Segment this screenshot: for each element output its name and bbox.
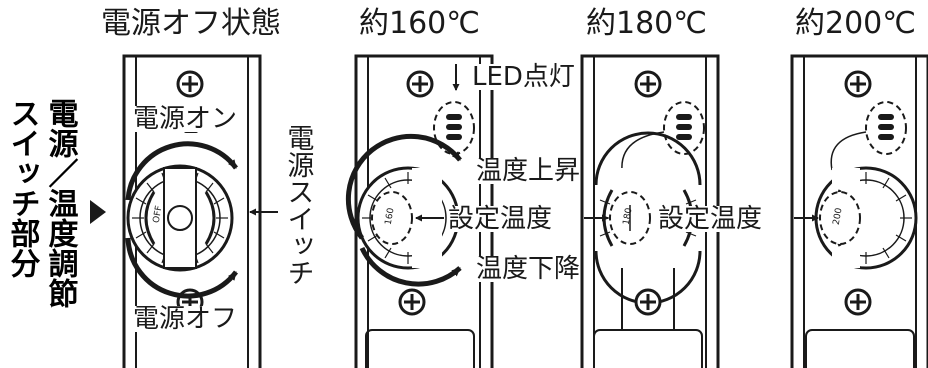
led-indicator-icon	[446, 114, 462, 140]
header-200: 約200℃	[795, 6, 916, 41]
header-180: 約180℃	[586, 6, 707, 41]
led-indicator-icon	[878, 114, 894, 140]
temp-down-arrow-icon	[359, 246, 462, 287]
screw-icon	[634, 288, 662, 316]
header-off-state: 電源オフ状態	[101, 6, 281, 41]
screw-icon	[844, 70, 872, 98]
screw-icon	[406, 70, 434, 98]
label-set-temp-2: 設定温度	[658, 204, 763, 234]
panel-200	[790, 54, 928, 368]
label-led-on: LED点灯	[472, 62, 575, 92]
screw-icon	[634, 70, 662, 98]
panel-off	[122, 54, 278, 368]
label-set-temp-1: 設定温度	[448, 204, 553, 234]
label-power-off: 電源オフ	[133, 304, 238, 334]
label-power-switch: 電源スイッチ	[282, 124, 314, 286]
temp-up-arrow-icon	[345, 133, 462, 240]
screw-icon	[398, 288, 426, 316]
dial-160-icon	[356, 166, 460, 270]
side-label-line1: 電源	[42, 98, 78, 158]
screw-icon	[176, 70, 204, 98]
side-pointer-icon	[90, 200, 106, 224]
rotate-on-arrow-icon	[125, 141, 239, 201]
side-label-line3: 温度調節	[42, 188, 78, 308]
label-temp-up: 温度上昇	[476, 156, 581, 186]
led-indicator-icon	[676, 114, 692, 140]
dial-off-icon	[126, 164, 234, 272]
screw-icon	[844, 288, 872, 316]
panel-off-outer	[122, 54, 262, 368]
rotate-off-arrow-icon	[125, 237, 238, 299]
label-temp-down: 温度下降	[476, 254, 581, 284]
dial-200-icon	[814, 166, 918, 270]
side-label-col2: スイッチ部分	[4, 98, 40, 278]
header-160: 約160℃	[359, 6, 480, 41]
side-label-line2: ／	[42, 158, 78, 188]
label-power-on: 電源オン	[133, 104, 238, 134]
side-label-line4: スイッチ部分	[4, 98, 40, 278]
side-label-col1: 電源／温度調節	[42, 98, 78, 308]
